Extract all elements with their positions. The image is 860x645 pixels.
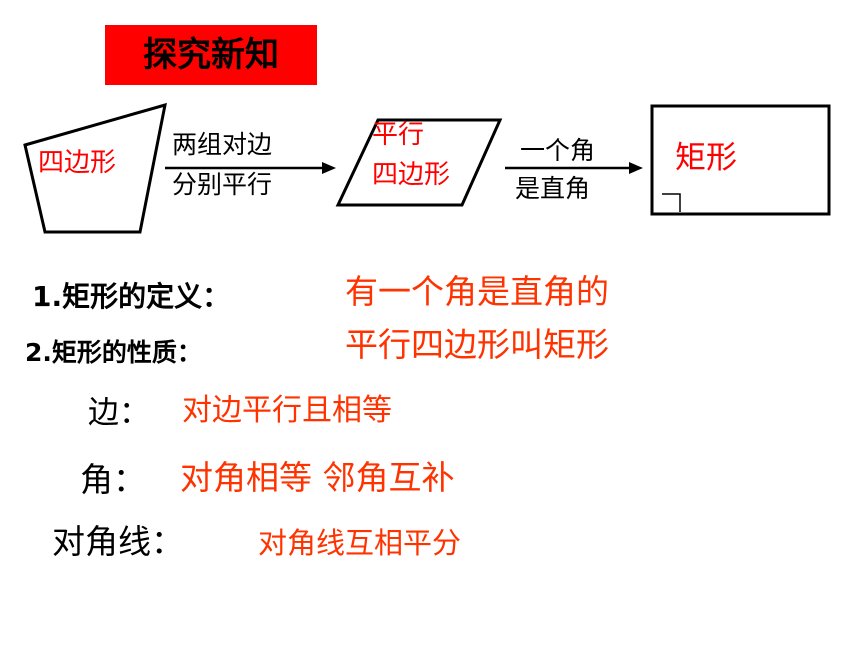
quadrilateral-label: 四边形: [38, 148, 117, 178]
arrow-2-condition-line-1: 一个角: [520, 136, 596, 165]
definition-label: 1.矩形的定义：: [32, 280, 231, 313]
angle-property-label: 角：: [80, 460, 146, 499]
arrow-2-condition-line-2: 是直角: [515, 174, 591, 203]
rectangle-shape: [650, 104, 831, 216]
side-property-label: 边：: [88, 395, 150, 431]
arrow-1-head: [322, 162, 336, 174]
properties-label: 2.矩形的性质：: [25, 338, 202, 367]
right-angle-mark: [662, 193, 681, 212]
parallelogram-label-line-1: 平行: [372, 120, 425, 150]
definition-text-line-2: 平行四边形叫矩形: [345, 325, 609, 364]
arrow-1-condition-line-1: 两组对边: [172, 130, 273, 159]
quadrilateral-shape: [23, 102, 167, 234]
section-title: 探究新知: [105, 25, 317, 85]
rectangle-label: 矩形: [675, 140, 737, 176]
arrow-2-head: [629, 162, 643, 174]
parallelogram-label-line-2: 四边形: [372, 160, 451, 190]
concept-flow-diagram: [23, 102, 831, 234]
side-property-text: 对边平行且相等: [182, 393, 392, 428]
diagonal-property-text: 对角线互相平分: [258, 526, 462, 560]
definition-text-line-1: 有一个角是直角的: [345, 272, 609, 311]
parallelogram-shape: [335, 118, 503, 207]
diagonal-property-label: 对角线：: [52, 522, 184, 561]
arrow-1-condition-line-2: 分别平行: [172, 170, 273, 199]
angle-property-text: 对角相等 邻角互补: [180, 458, 455, 497]
